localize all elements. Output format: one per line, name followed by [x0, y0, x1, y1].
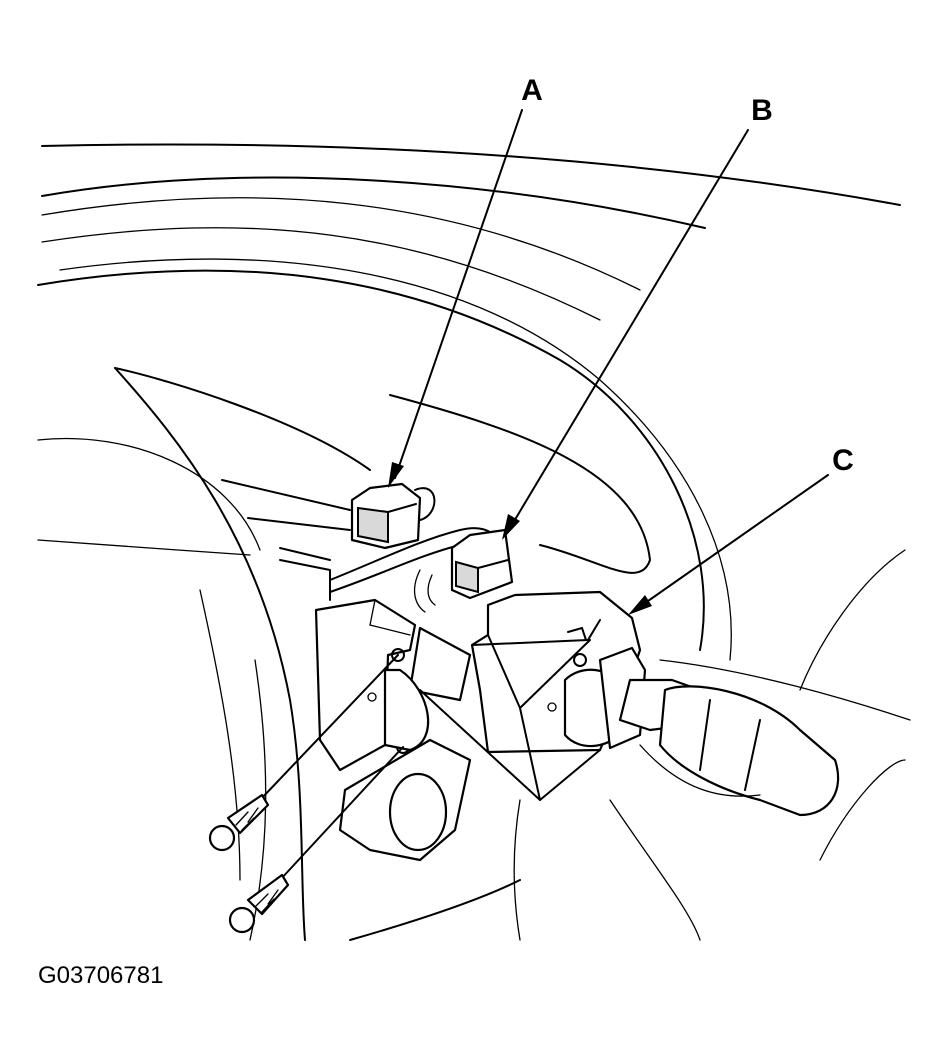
column-boss [338, 738, 472, 862]
screw-lower [228, 746, 404, 934]
leader-a [388, 109, 523, 488]
connector-a [350, 482, 422, 550]
screw-upper [208, 654, 399, 852]
steering-shroud [37, 367, 701, 941]
figure-id: G03706781 [38, 962, 164, 989]
switch-lever [618, 678, 840, 817]
combination-switch-c [419, 590, 647, 801]
left-switch-body [314, 598, 472, 772]
callout-b-label: B [751, 94, 773, 127]
connector-b [450, 528, 514, 600]
dashboard-outline [37, 143, 911, 861]
callout-a-label: A [521, 74, 543, 107]
callout-c-label: C [832, 444, 854, 477]
wire-harness [329, 487, 501, 613]
leader-c [628, 474, 829, 615]
leader-b [502, 129, 749, 540]
harness-strip [221, 479, 351, 601]
